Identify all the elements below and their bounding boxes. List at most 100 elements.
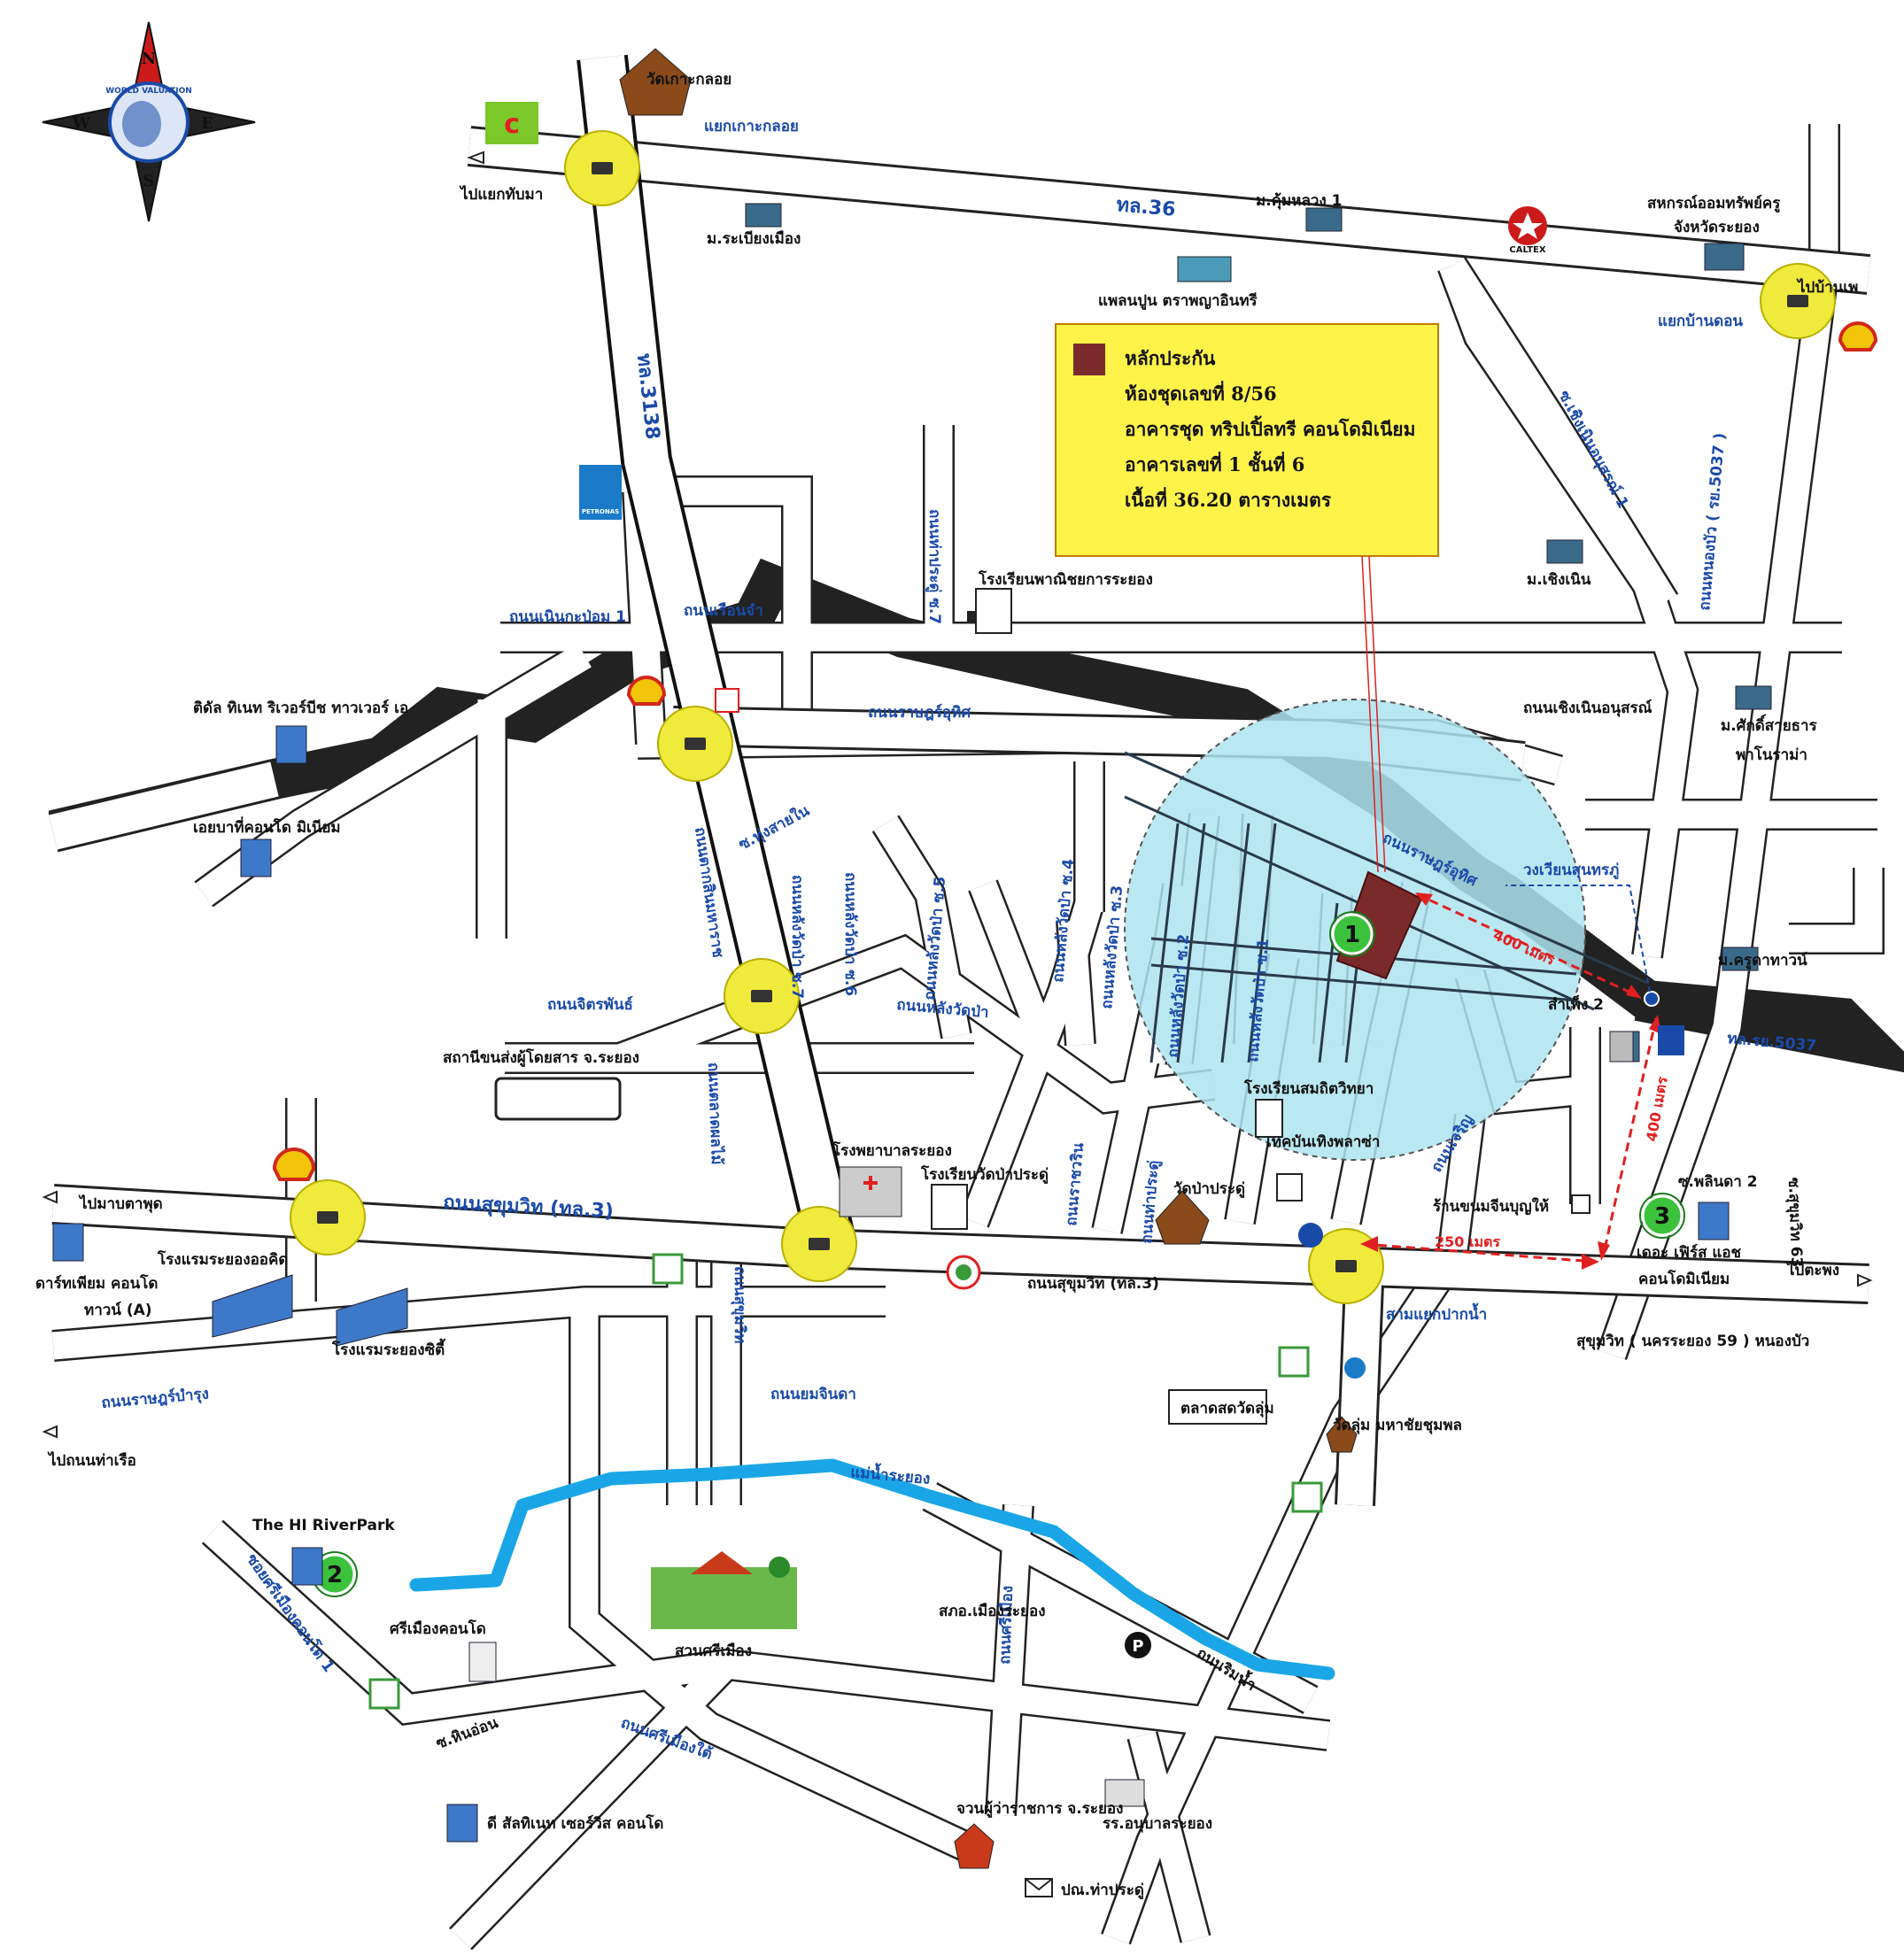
junction-pak-nam: สามแยกปากน้ำ — [1386, 1302, 1487, 1324]
hypermarket-icon — [485, 102, 538, 144]
road-label-tak-sin-2: ถนนสุขุมวิท — [731, 1266, 748, 1344]
compass-n: N — [142, 50, 156, 68]
place-labels: วัดเกาะกลอย ม.ระเบียงเมือง ม.คุ้มหลวง 1 … — [35, 71, 1818, 1900]
place-post: ปณ.ท่าประดู่ — [1061, 1882, 1144, 1900]
legend-title: หลักประกัน — [1125, 347, 1216, 369]
temple-icon — [1155, 1190, 1210, 1245]
place-raboeng-muang: ม.ระเบียงเมือง — [707, 229, 801, 248]
traffic-light-icon — [1787, 295, 1808, 307]
legend-line2: อาคารชุด ทริปเปิ้ลทรี คอนโดมิเนียม — [1125, 415, 1415, 442]
shell-icon — [626, 676, 667, 706]
road-label-ratsadon-1: ถนนราษฎร์อุทิศ — [868, 703, 971, 722]
road-label-ruan-cham: ถนนเรือนจำ — [684, 601, 763, 620]
road-label-mahannop: ถนนตลาดผลไม้ — [704, 1062, 726, 1164]
road-label-r36: ทล.36 — [1115, 194, 1176, 221]
house-icon — [745, 203, 782, 228]
road-label-chit-pan: ถนนจิตรพันธ์ — [547, 995, 633, 1014]
bank-icon — [1298, 1223, 1323, 1248]
to-tha-rua: ไปถนนท่าเรือ — [47, 1451, 136, 1470]
svg-text:1: 1 — [1344, 922, 1360, 948]
property-legend: หลักประกัน ห้องชุดเลขที่ 8/56 อาคารชุด ท… — [1055, 323, 1439, 557]
traffic-light-icon — [685, 738, 706, 750]
road-label-ratsadon-bamrung: ถนนราษฎร์บำรุง — [101, 1384, 210, 1412]
arrowhead-icon — [1415, 892, 1433, 906]
place-hotel-rayong: โรงแรมระยองออคิด — [157, 1250, 288, 1269]
hospital-icon — [839, 1166, 902, 1217]
place-market: ตลาดสดวัดลุ่ม — [1180, 1400, 1274, 1418]
leader-line — [1361, 555, 1386, 873]
condo-icon — [275, 725, 307, 764]
svg-text:c: c — [504, 109, 520, 140]
compass-s: S — [143, 172, 155, 190]
traffic-light-icon — [592, 162, 613, 174]
legend-line4: เนื้อที่ 36.20 ตารางเมตร — [1125, 486, 1332, 511]
arrow-left-icon — [42, 1425, 58, 1439]
place-wat-pa: วัดป่าประดู่ — [1173, 1180, 1245, 1199]
compass-rose: N S W E WORLD VALUATION — [42, 21, 256, 222]
place-wat-ko-kloi: วัดเกาะกลอย — [646, 71, 731, 89]
svg-text:3: 3 — [1654, 1203, 1670, 1230]
traffic-light-icon — [751, 990, 772, 1002]
park-icon — [651, 1567, 797, 1629]
road-label-soi-phli: ซ.พลินดา 2 — [1678, 1173, 1758, 1191]
shell-icon — [1838, 321, 1878, 352]
temple-icon — [619, 48, 692, 116]
marker-3: 3 — [1639, 1193, 1685, 1239]
arrowhead-icon — [1582, 1254, 1599, 1270]
marker-1: 1 — [1329, 911, 1375, 957]
road-label-chomdri: ถนนยมจินดา — [770, 1386, 856, 1403]
place-dark-condo1: ดาร์ทเพียม คอนโด — [35, 1274, 158, 1293]
building-icon — [468, 1642, 497, 1682]
place-m-saksit2: พาโนราม่า — [1736, 746, 1807, 764]
junction-ban-don: แยกบ้านดอน — [1658, 313, 1743, 330]
petronas-text: PETRONAS — [582, 508, 619, 515]
condo-icon — [291, 1547, 323, 1586]
school-icon — [975, 588, 1012, 634]
condo-icon — [240, 838, 272, 877]
place-bus: สถานีขนส่งผู้โดยสาร จ.ระยอง — [443, 1048, 639, 1068]
place-wat-lum: วัดลุ่ม มหาชัยชุมพล — [1333, 1417, 1462, 1434]
place-somnuk: โรงเรียนสมถิตวิทยา — [1243, 1079, 1374, 1098]
poi-icons: CALTEX PETRONAS c P — [42, 48, 1878, 1897]
place-governor: จวนผู้ว่าราชการ จ.ระยอง — [956, 1800, 1123, 1819]
place-hotel-city: โรงแรมระยองซิตี้ — [331, 1338, 445, 1359]
river — [409, 1458, 1335, 1681]
arrowhead-icon — [1360, 1236, 1378, 1252]
place-sri-condo: ศรีเมืองคอนโด — [390, 1619, 486, 1638]
place-khanom: ร้านขนมจีนบุญให้ — [1433, 1197, 1549, 1216]
condo-icon — [446, 1804, 478, 1843]
arrowhead-icon — [1626, 985, 1642, 999]
place-coop2: จังหวัดระยอง — [1674, 219, 1760, 236]
road-label-noen-kapom: ถนนเนินกะป่อม 1 — [509, 608, 626, 626]
seven-eleven-icon — [368, 1253, 1323, 1710]
road-label-choeng-noen: ถนนเชิงเนินอนุสรณ์ — [1523, 699, 1652, 717]
factory-icon — [1177, 256, 1232, 282]
arrow-right-icon — [1857, 1273, 1873, 1287]
place-police: สภอ.เมืองระยอง — [939, 1602, 1046, 1620]
legend-line1: ห้องชุดเลขที่ 8/56 — [1125, 380, 1277, 406]
place-m-kru: ม.ครูดาทาวน์ — [1718, 951, 1807, 970]
compass-ring-text: WORLD VALUATION — [105, 87, 192, 96]
place-ebb: เอยบาที่คอนโด มิเนียม — [193, 816, 341, 837]
distance-label-3: 250 เมตร — [1435, 1233, 1500, 1250]
suzuki-icon — [715, 688, 739, 713]
condo-icon — [1698, 1202, 1730, 1240]
building-icon — [1704, 243, 1745, 271]
svg-text:2: 2 — [327, 1562, 343, 1588]
temple-icon — [1326, 1416, 1358, 1453]
distance-label-2: 400 เมตร — [1643, 1075, 1671, 1143]
parking-icon — [1125, 1632, 1151, 1658]
junctions — [290, 130, 1836, 1304]
caltex-text: CALTEX — [1509, 245, 1545, 255]
junction-wongwian: วงเวียนสุนทรภู่ — [1523, 861, 1619, 880]
road-label-sri-muang: ถนนศรีเมือง — [995, 1586, 1017, 1665]
bus-icon — [494, 1077, 622, 1121]
traffic-light-icon — [1335, 1260, 1357, 1272]
to-map-ta-phut: ไปมาบตาพุด — [78, 1194, 163, 1213]
road-label-rayong5037-v: ถนนหนองบัว ( รย.5037 ) — [1696, 432, 1729, 611]
direction-labels: ไปแยกทับมา ไปบ้านเพ ไปมาบตาพุด ไปถนนท่าเ… — [47, 118, 1858, 1470]
road-label-lang-wat6: ถนนหลังวัดป่า ซ.6 — [841, 872, 859, 996]
building-icon — [1276, 1173, 1303, 1202]
place-dark-condo2: ทาวน์ (A) — [84, 1301, 152, 1319]
